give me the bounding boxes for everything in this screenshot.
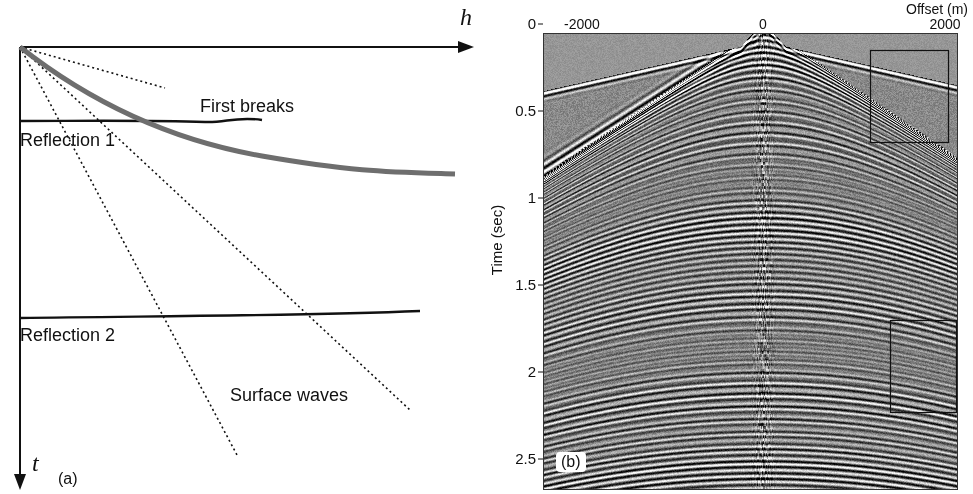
- panel-label: (b): [556, 452, 586, 472]
- tick-label: -2000: [564, 16, 600, 32]
- panel-label: (a): [58, 470, 78, 488]
- tick: [538, 24, 543, 25]
- tick-label: 1.5: [515, 276, 536, 293]
- direct-wave-line: [20, 47, 165, 88]
- surface-wave-lines: [20, 47, 410, 455]
- curve-label: Reflection 1: [20, 130, 115, 151]
- tick-label: 0.5: [515, 102, 536, 119]
- axis-title: Time (sec): [488, 205, 505, 275]
- highlight-box: [871, 51, 949, 143]
- curve-label: Surface waves: [230, 385, 348, 406]
- reflection-curve: [20, 311, 420, 318]
- offset-axis: [20, 46, 462, 48]
- axis-arrowhead: [14, 474, 26, 490]
- time-axis: [19, 47, 21, 478]
- tick-label: 0: [759, 16, 767, 32]
- image-frame: [544, 34, 958, 490]
- tick-label: 1: [528, 189, 536, 206]
- axis-arrowhead: [458, 41, 474, 53]
- seismic-gather: [543, 33, 958, 490]
- tick-label: 2: [528, 363, 536, 380]
- first-break-curve: [20, 47, 455, 174]
- curve-label: First breaks: [200, 96, 294, 117]
- curve-label: Reflection 2: [20, 325, 115, 346]
- axis-title: Offset (m): [906, 1, 968, 17]
- tick-label: 2000: [929, 16, 960, 32]
- highlight-box: [891, 321, 957, 413]
- axis-label: h: [460, 4, 472, 32]
- tick-label: 0: [528, 15, 536, 32]
- tick-label: 2.5: [515, 450, 536, 467]
- axes: [14, 41, 474, 490]
- surface-wave-line: [20, 47, 410, 410]
- axis-label: t: [32, 450, 39, 478]
